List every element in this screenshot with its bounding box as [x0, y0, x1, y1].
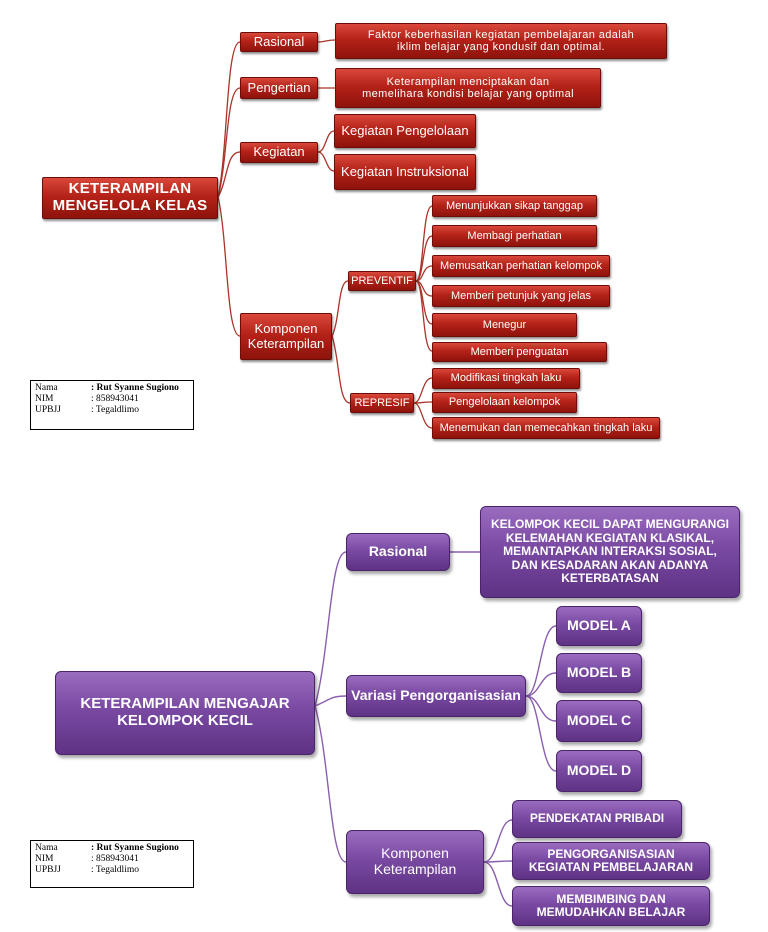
preventif-item: Menegur: [432, 313, 577, 337]
represif-item: Menemukan dan memecahkan tingkah laku: [432, 417, 660, 439]
preventif-item: Membagi perhatian: [432, 225, 597, 247]
nim-label: NIM: [35, 853, 54, 864]
pengertian-description: Keterampilan menciptakan dan memelihara …: [335, 68, 601, 108]
nama-label: Nama: [35, 843, 58, 853]
represif-item: Modifikasi tingkah laku: [432, 368, 580, 389]
preventif-item: Menunjukkan sikap tanggap: [432, 195, 597, 217]
nama-label: Nama: [35, 383, 58, 393]
branch-variasi-pengorganisasian: Variasi Pengorganisasian: [346, 675, 526, 717]
upbjj-value: : Tegaldlimo: [91, 864, 139, 875]
nim-label: NIM: [35, 393, 54, 404]
nim-value: : 858943041: [91, 853, 139, 864]
preventif-item: Memberi petunjuk yang jelas: [432, 285, 610, 307]
represif-item: Pengelolaan kelompok: [432, 392, 577, 413]
kegiatan-instruksional: Kegiatan Instruksional: [334, 154, 476, 190]
komponen-item: MEMBIMBING DAN MEMUDAHKAN BELAJAR: [512, 886, 710, 926]
preventif-node: PREVENTIF: [348, 271, 416, 291]
upbjj-label: UPBJJ: [35, 864, 61, 875]
branch-komponen-keterampilan-2: Komponen Keterampilan: [346, 830, 484, 894]
rasional-description: Faktor keberhasilan kegiatan pembelajara…: [335, 23, 667, 59]
komponen-item: PENDEKATAN PRIBADI: [512, 800, 682, 838]
nim-value: : 858943041: [91, 393, 139, 404]
model-d: MODEL D: [556, 750, 642, 792]
upbjj-label: UPBJJ: [35, 404, 61, 415]
preventif-item: Memusatkan perhatian kelompok: [432, 255, 610, 277]
model-a: MODEL A: [556, 606, 642, 646]
student-info-box: Nama: Rut Syanne Sugiono NIM: 858943041 …: [30, 380, 194, 430]
upbjj-value: : Tegaldlimo: [91, 404, 139, 415]
rasional-description-2: KELOMPOK KECIL DAPAT MENGURANGI KELEMAHA…: [480, 506, 740, 598]
nama-value: : Rut Syanne Sugiono: [91, 383, 179, 393]
branch-pengertian: Pengertian: [240, 77, 318, 99]
branch-komponen-keterampilan: Komponen Keterampilan: [240, 313, 332, 360]
model-b: MODEL B: [556, 653, 642, 693]
nama-value: : Rut Syanne Sugiono: [91, 843, 179, 853]
root-node-mengelola-kelas: KETERAMPILAN MENGELOLA KELAS: [42, 177, 218, 219]
student-info-box-2: Nama: Rut Syanne Sugiono NIM: 858943041 …: [30, 840, 194, 888]
kegiatan-pengelolaan: Kegiatan Pengelolaan: [334, 114, 476, 148]
preventif-item: Memberi penguatan: [432, 342, 607, 362]
root-node-kelompok-kecil: KETERAMPILAN MENGAJAR KELOMPOK KECIL: [55, 671, 315, 755]
branch-kegiatan: Kegiatan: [240, 142, 318, 163]
represif-node: REPRESIF: [350, 393, 414, 413]
branch-rasional: Rasional: [240, 32, 318, 52]
model-c: MODEL C: [556, 700, 642, 742]
komponen-item: PENGORGANISASIAN KEGIATAN PEMBELAJARAN: [512, 842, 710, 880]
branch-rasional-2: Rasional: [346, 533, 450, 571]
